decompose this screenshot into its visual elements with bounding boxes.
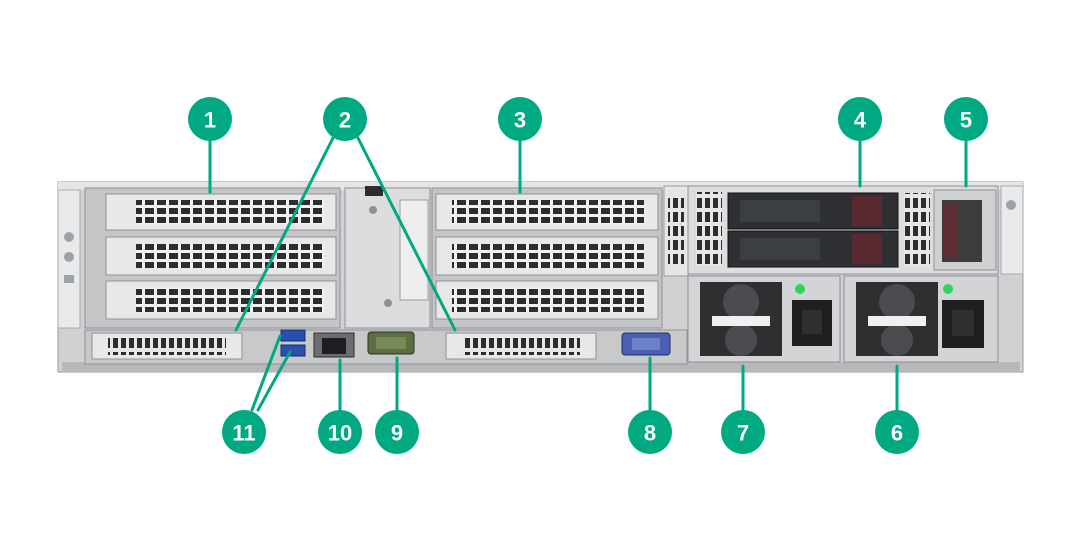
- bottom-io-row: [85, 330, 687, 364]
- power-supply-2: [844, 276, 998, 362]
- callout-4: 4: [838, 97, 882, 141]
- callout-label: 2: [339, 108, 351, 133]
- callout-label: 10: [328, 421, 352, 446]
- callout-label: 3: [514, 108, 526, 133]
- callout-label: 7: [737, 421, 749, 446]
- psu2-status-led: [943, 284, 953, 294]
- usb-port-2: [281, 345, 305, 356]
- power-supply-1: [688, 276, 840, 362]
- rear-drive-cage: [688, 186, 998, 274]
- callout-2: 2: [323, 97, 367, 141]
- usb-port-1: [281, 330, 305, 341]
- callout-11: 11: [222, 410, 266, 454]
- callout-10: 10: [318, 410, 362, 454]
- callout-5: 5: [944, 97, 988, 141]
- psu1-status-led: [795, 284, 805, 294]
- callout-1: 1: [188, 97, 232, 141]
- callout-6: 6: [875, 410, 919, 454]
- callout-label: 11: [232, 421, 255, 446]
- pcie-riser-1: [85, 188, 340, 328]
- callout-3: 3: [498, 97, 542, 141]
- callout-label: 6: [891, 421, 903, 446]
- callout-label: 9: [391, 421, 403, 446]
- callout-7: 7: [721, 410, 765, 454]
- pcie-riser-2: [432, 188, 662, 328]
- callout-8: 8: [628, 410, 672, 454]
- callout-label: 8: [644, 421, 656, 446]
- callout-label: 4: [854, 108, 867, 133]
- callout-label: 1: [204, 108, 216, 133]
- callout-9: 9: [375, 410, 419, 454]
- callout-label: 5: [960, 108, 972, 133]
- vent-column: [664, 186, 688, 276]
